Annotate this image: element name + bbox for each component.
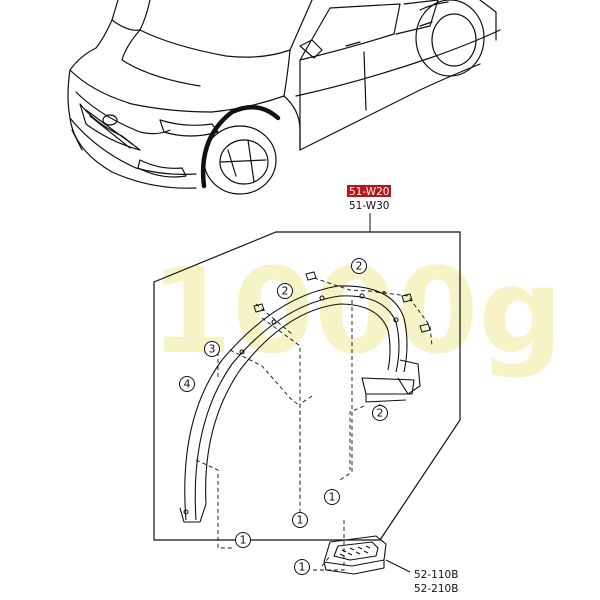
callout-2-top[interactable]: 2 <box>351 258 367 274</box>
part-code-primary[interactable]: 51-W20 <box>349 186 389 198</box>
svg-text:1: 1 <box>299 561 306 574</box>
svg-text:1: 1 <box>329 491 336 504</box>
callout-1-mid-right[interactable]: 1 <box>324 489 340 505</box>
svg-text:1: 1 <box>297 514 304 527</box>
part-code-highlight <box>347 185 391 197</box>
callout-2-right[interactable]: 2 <box>372 405 388 421</box>
svg-text:1: 1 <box>240 534 247 547</box>
fender-arch-highlight <box>200 104 281 189</box>
svg-text:2: 2 <box>356 260 363 273</box>
callout-4[interactable]: 4 <box>179 376 195 392</box>
fender-molding <box>179 285 421 523</box>
part-code-secondary[interactable]: 51-W30 <box>349 200 389 212</box>
callout-1-center[interactable]: 1 <box>292 512 308 528</box>
svg-text:2: 2 <box>377 407 384 420</box>
bottom-code-b[interactable]: 52-210B <box>414 583 458 595</box>
clip-icons <box>253 271 431 333</box>
svg-text:2: 2 <box>282 285 289 298</box>
svg-text:4: 4 <box>184 378 191 391</box>
callout-3[interactable]: 3 <box>204 341 220 357</box>
callout-2-left[interactable]: 2 <box>277 283 293 299</box>
svg-text:3: 3 <box>209 343 216 356</box>
bottom-code-leader <box>385 559 411 573</box>
callout-1-bottom[interactable]: 1 <box>294 559 310 575</box>
bottom-code-a[interactable]: 52-110B <box>414 569 458 581</box>
assembly-box-outline <box>153 231 461 541</box>
bottom-clip-part <box>323 535 387 575</box>
vehicle-illustration <box>67 0 501 195</box>
callout-1-bottom-left[interactable]: 1 <box>235 532 251 548</box>
dashed-leaders <box>195 277 433 571</box>
